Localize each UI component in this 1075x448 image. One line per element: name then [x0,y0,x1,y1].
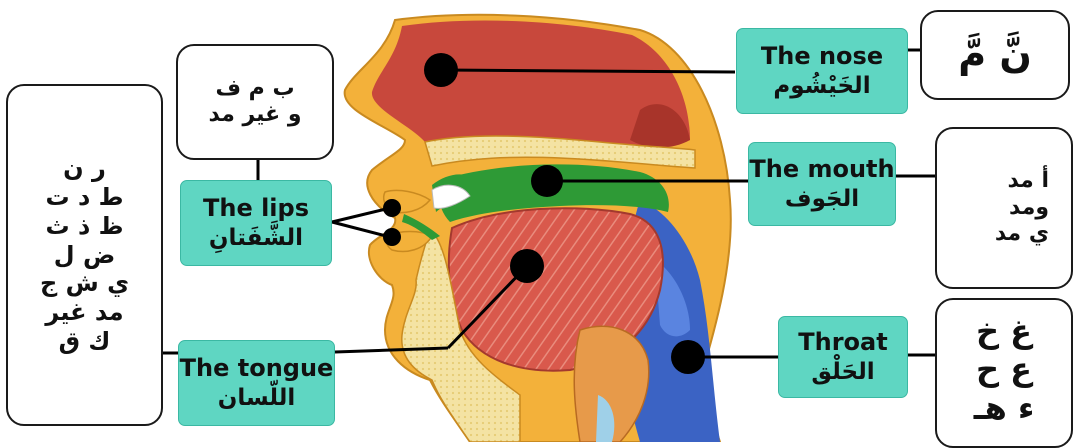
label-tongue-arabic: اللّسان [218,383,296,413]
label-mouth-english: The mouth [749,154,894,184]
letters-lips-line-2: و غير مد [208,102,301,128]
label-mouth: The mouth الجَوف [748,142,896,226]
letters-tongue-line-2: ط د ت [45,183,123,212]
label-tongue-english: The tongue [180,353,334,383]
letters-throat-line-1: غ خ [976,312,1032,350]
letters-tongue-line-5: ي ش ج [40,269,129,298]
label-throat: Throat الحَلْق [778,316,908,398]
letters-throat-line-3: ء هـ [974,389,1035,427]
letters-tongue-line-1: ر ن [63,154,106,183]
label-throat-english: Throat [798,327,887,357]
label-tongue: The tongue اللّسان [178,340,335,426]
letters-box-nose: نَّ مَّ [920,10,1070,100]
letters-nose-line: نَّ مَّ [958,32,1032,78]
label-nose: The nose الخَيْشُوم [736,28,908,114]
label-nose-english: The nose [761,41,883,71]
letters-tongue-line-6: مد غير [45,298,123,327]
letters-tongue-line-3: ظ ذ ث [45,212,123,241]
label-lips-english: The lips [203,193,309,223]
letters-box-lips: ب م ف و غير مد [176,44,334,160]
letters-mouth-line-2: ومد [1009,195,1049,221]
letters-lips-line-1: ب م ف [215,76,294,102]
label-mouth-arabic: الجَوف [785,184,859,214]
letters-tongue-line-7: ك ق [59,327,111,356]
letters-box-mouth: أ مد ومد ي مد [935,127,1073,289]
letters-mouth-line-3: ي مد [995,221,1049,247]
letters-box-tongue: ر ن ط د ت ظ ذ ث ض ل ي ش ج مد غير ك ق [6,84,163,426]
label-nose-arabic: الخَيْشُوم [773,71,870,101]
label-throat-arabic: الحَلْق [811,357,874,387]
label-lips-arabic: الشَّفَتانِ [209,223,303,253]
letters-box-throat: غ خ ع ح ء هـ [935,298,1073,448]
label-lips: The lips الشَّفَتانِ [180,180,332,266]
letters-mouth-line-1: أ مد [1007,168,1049,194]
letters-throat-line-2: ع ح [976,350,1032,388]
letters-tongue-line-4: ض ل [54,241,115,270]
